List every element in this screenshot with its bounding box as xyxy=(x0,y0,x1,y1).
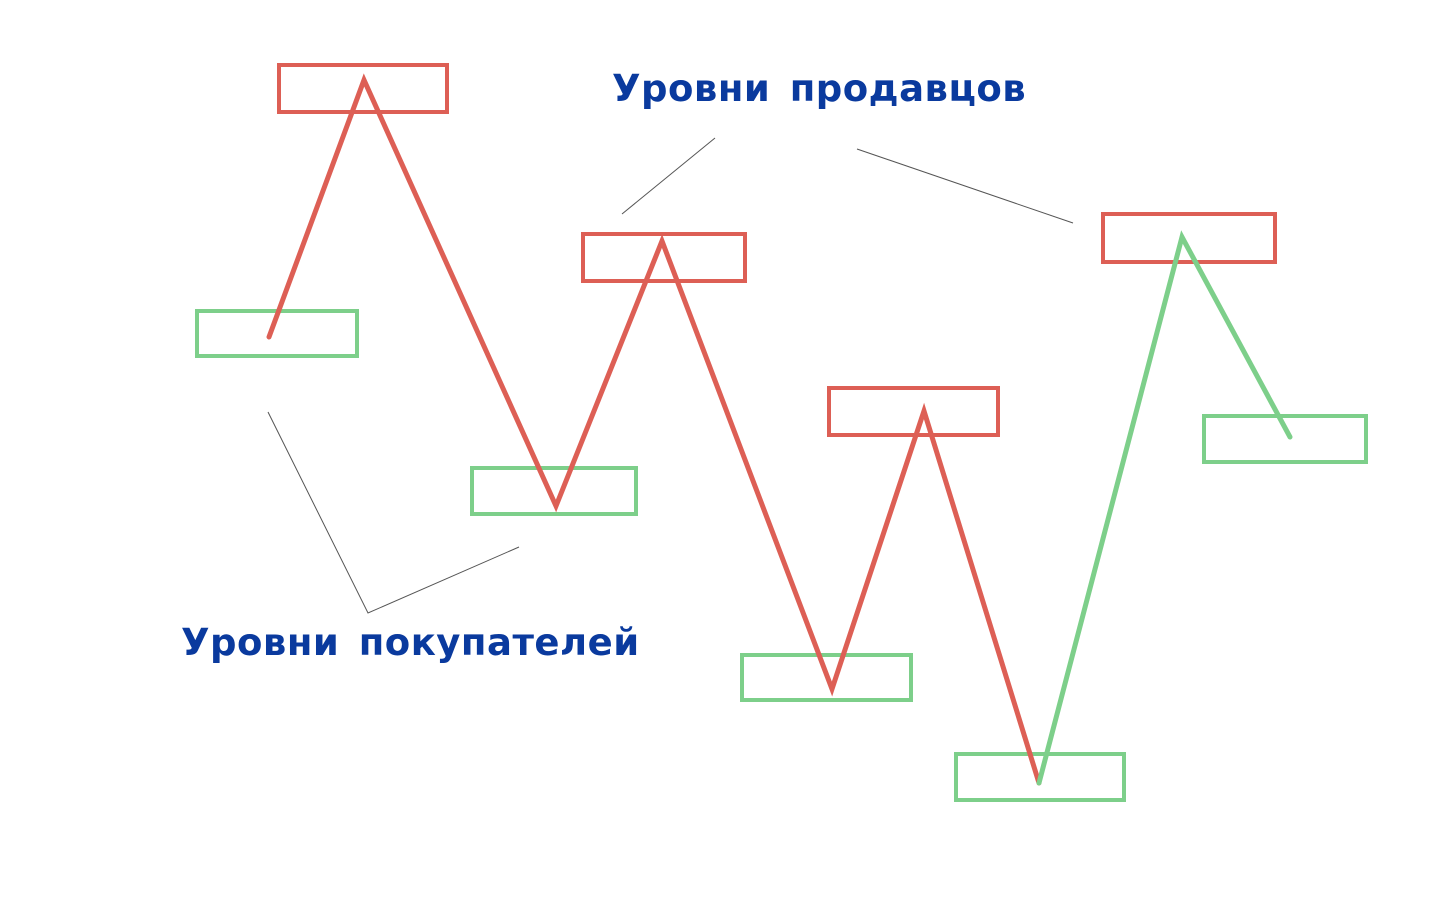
buyer-level-box-5 xyxy=(740,653,913,702)
seller-level-box-2 xyxy=(277,63,449,114)
seller-level-box-6 xyxy=(827,386,1000,437)
pointer-line-2 xyxy=(856,148,1074,224)
seller-level-box-4 xyxy=(581,232,747,283)
buyer-level-box-9 xyxy=(1202,414,1368,464)
sellers-levels-label: Уровни продавцов xyxy=(612,67,1027,110)
buyer-level-box-3 xyxy=(470,466,638,516)
pointer-line-3 xyxy=(267,411,520,614)
buyer-level-box-7 xyxy=(954,752,1126,802)
price-path-up xyxy=(1036,230,1293,786)
pointer-line-1 xyxy=(621,137,716,215)
seller-level-box-8 xyxy=(1101,212,1277,264)
price-path-down xyxy=(266,73,1042,786)
buyers-levels-label: Уровни покупателей xyxy=(181,621,640,664)
